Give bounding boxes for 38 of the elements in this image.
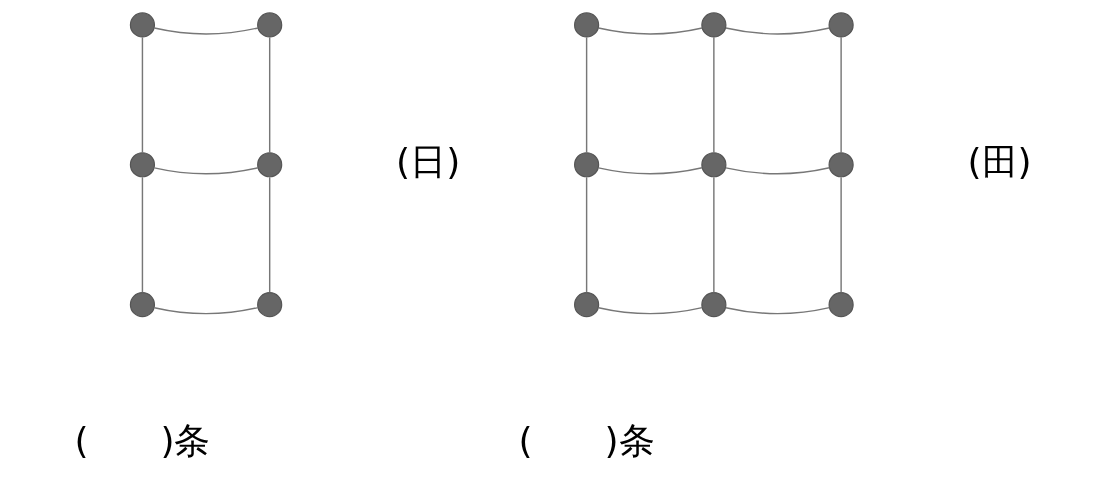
node-circle (256, 292, 282, 318)
node-circle (573, 292, 599, 318)
connector (597, 27, 703, 35)
connector (839, 36, 842, 154)
node-circle (129, 152, 155, 178)
connector (724, 167, 830, 175)
connector (141, 176, 143, 294)
connector (712, 176, 715, 294)
label: ( )条 (73, 420, 210, 462)
node-circle (256, 152, 282, 178)
node-circle (828, 292, 854, 318)
connector (153, 167, 259, 175)
node-circle (573, 12, 599, 38)
label: ( )条 (518, 420, 655, 462)
connector (153, 306, 259, 315)
connector (268, 36, 270, 154)
connector (153, 27, 259, 35)
connector (597, 167, 703, 175)
node-circle (700, 152, 726, 178)
node-circle (573, 152, 599, 178)
connector (597, 306, 703, 315)
connector (585, 36, 587, 154)
node-circle (256, 12, 282, 38)
node-circle (700, 12, 726, 38)
connector (585, 176, 587, 294)
connector (268, 176, 270, 294)
connector (141, 36, 143, 154)
node-circle (700, 292, 726, 318)
node-circle (129, 12, 155, 38)
connector (712, 36, 715, 154)
node-circle (828, 12, 854, 38)
connector (724, 306, 830, 315)
node-circle (129, 292, 155, 318)
node-circle (828, 152, 854, 178)
connector (724, 27, 830, 35)
label: (田) (967, 140, 1032, 182)
connector (839, 176, 842, 294)
label: (日) (395, 140, 460, 182)
